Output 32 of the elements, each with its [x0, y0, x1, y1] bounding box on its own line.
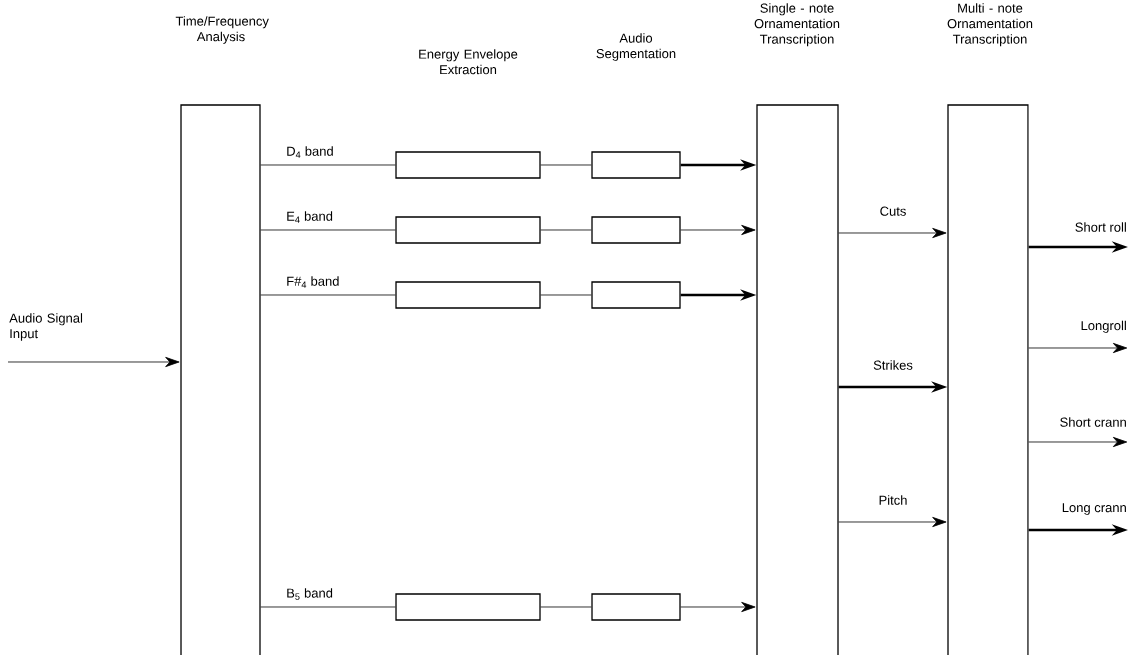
arrow [838, 516, 947, 528]
process-box [591, 281, 681, 309]
process-box [591, 593, 681, 621]
column-heading: Energy Envelope Extraction [419, 49, 518, 75]
edge-label: Short crann [1060, 417, 1126, 427]
column-heading: Audio Segmentation [596, 33, 676, 61]
edge-label: Cuts [880, 206, 906, 216]
edge-label: Long crann [1062, 503, 1126, 515]
process-box [395, 281, 541, 309]
process-box [395, 593, 541, 621]
edge-label: B$_{5}$ band [287, 588, 333, 600]
edge-label: Short roll [1075, 222, 1126, 232]
arrow [680, 224, 756, 236]
arrow [680, 601, 756, 613]
edge-label: Strikes [873, 360, 913, 370]
edge-label: E$_{4}$ band [287, 211, 333, 223]
column-heading: Single - note Ornamentation Transcription [754, 3, 840, 47]
process-box [395, 151, 541, 179]
edge-label: Longroll [1081, 320, 1126, 333]
column-heading: Time/Frequency Analysis [175, 16, 269, 44]
process-box [395, 216, 541, 244]
arrow [1028, 436, 1128, 448]
arrow [7, 356, 180, 368]
arrow [1028, 342, 1128, 354]
arrow [838, 227, 947, 239]
edge-label: Audio Signal Input [9, 313, 83, 341]
edge-label: F#$_{4}$ band [287, 276, 339, 288]
column-heading: Multi - note Ornamentation Transcription [947, 3, 1033, 47]
edge-label: Pitch [879, 495, 907, 505]
process-box [591, 151, 681, 179]
edge-label: D$_{4}$ band [287, 146, 333, 158]
process-box [591, 216, 681, 244]
